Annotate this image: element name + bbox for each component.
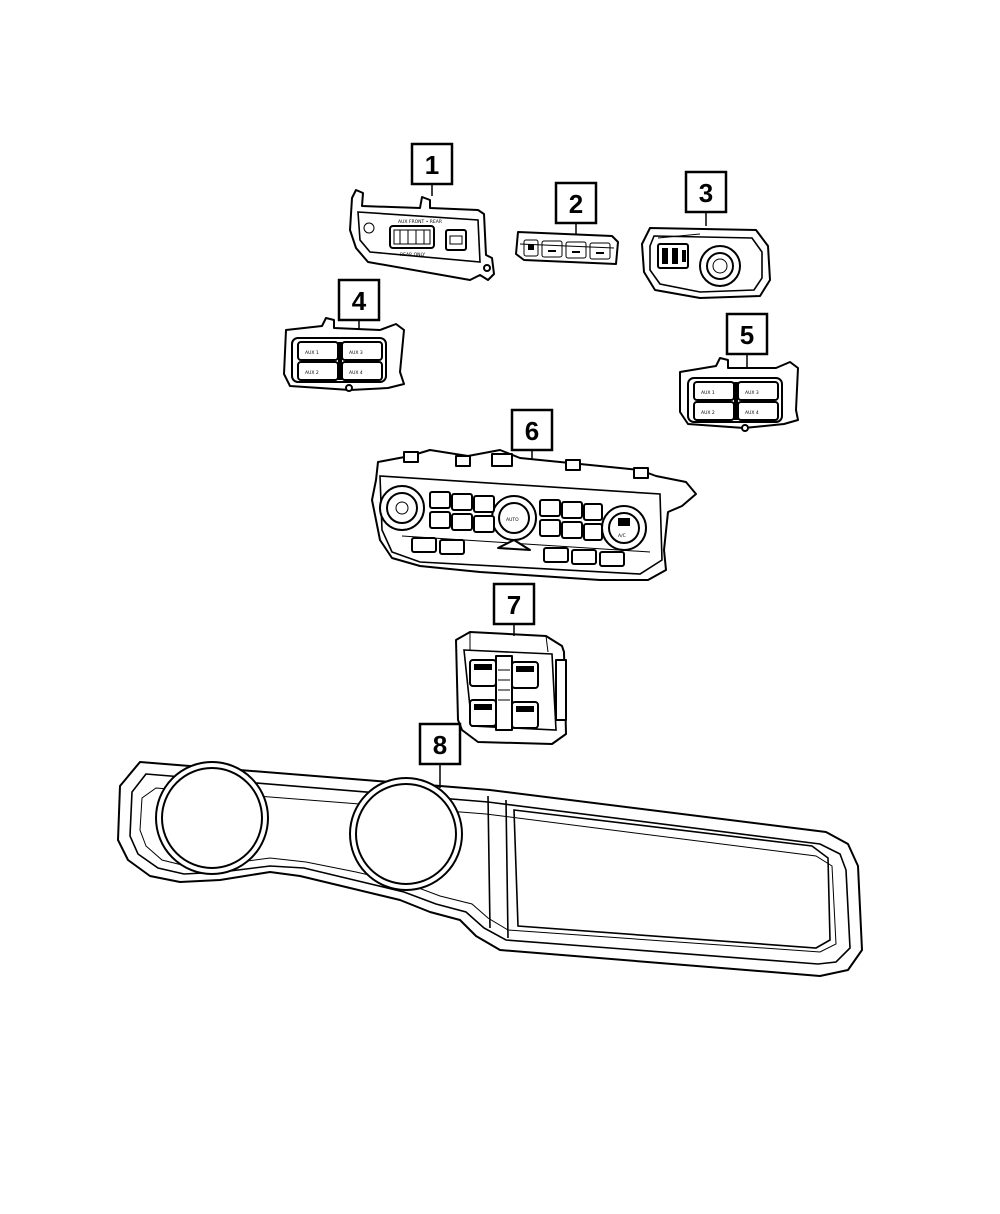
aux-1-label: AUX 1 bbox=[305, 350, 319, 356]
part-5-aux-switch-bank: AUX 1 AUX 3 AUX 2 AUX 4 bbox=[679, 357, 799, 432]
callout-2-number: 2 bbox=[569, 189, 583, 219]
part-2-switch-strip bbox=[515, 231, 619, 265]
callout-3-number: 3 bbox=[699, 178, 713, 208]
callout-7-number: 7 bbox=[507, 590, 521, 620]
usb-panel-bottom-marking: REAR ONLY bbox=[400, 252, 425, 258]
usb-panel-top-marking: AUX FRONT • REAR bbox=[398, 219, 442, 225]
callout-6-number: 6 bbox=[525, 416, 539, 446]
aux-3-label-right: AUX 3 bbox=[745, 390, 759, 396]
callout-6: 6 bbox=[510, 408, 554, 460]
aux-1-label-right: AUX 1 bbox=[701, 390, 715, 396]
callout-2: 2 bbox=[554, 181, 598, 234]
callout-7: 7 bbox=[492, 582, 536, 636]
callout-8: 8 bbox=[418, 722, 462, 788]
part-7-window-switch-module bbox=[455, 631, 567, 745]
aux-4-label-right: AUX 4 bbox=[745, 410, 759, 416]
callout-8-number: 8 bbox=[433, 730, 447, 760]
callout-1-number: 1 bbox=[425, 150, 439, 180]
callout-1: 1 bbox=[410, 142, 454, 196]
callout-4: 4 bbox=[337, 278, 381, 330]
climate-right-knob-label: A/C bbox=[618, 533, 626, 539]
aux-2-label-right: AUX 2 bbox=[701, 410, 715, 416]
part-3-rotary-knob-module bbox=[641, 227, 771, 299]
aux-4-label: AUX 4 bbox=[349, 370, 363, 376]
aux-3-label: AUX 3 bbox=[349, 350, 363, 356]
part-1-usb-port-panel: AUX FRONT • REAR REAR ONLY bbox=[349, 189, 495, 281]
callout-5-number: 5 bbox=[740, 320, 754, 350]
part-4-aux-switch-bank: AUX 1 AUX 3 AUX 2 AUX 4 bbox=[283, 317, 405, 392]
climate-center-knob-label: AUTO bbox=[506, 517, 519, 523]
callout-3: 3 bbox=[684, 170, 728, 226]
aux-2-label: AUX 2 bbox=[305, 370, 319, 376]
callout-5: 5 bbox=[725, 312, 769, 368]
part-6-climate-control-panel: AUTO A/C bbox=[371, 449, 697, 581]
part-8-instrument-bezel bbox=[117, 761, 863, 977]
callout-4-number: 4 bbox=[352, 286, 367, 316]
